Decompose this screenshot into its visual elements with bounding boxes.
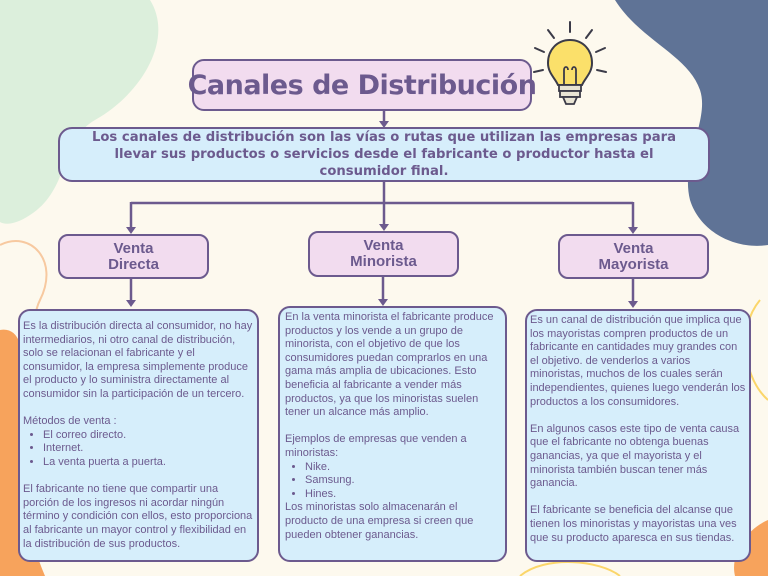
node-venta-directa: Venta Directa	[58, 234, 209, 279]
node-label-line1: Venta	[108, 241, 159, 257]
definition-box: Los canales de distribución son las vías…	[58, 127, 710, 182]
card-closing: El fabricante no tiene que compartir una…	[23, 483, 254, 551]
node-label-line1: Venta	[598, 241, 668, 257]
list-item: Internet.	[43, 442, 254, 456]
card-list: Nike. Samsung. Hines.	[285, 461, 502, 502]
list-item: Hines.	[305, 488, 502, 502]
card-intro: En la venta minorista el fabricante prod…	[285, 311, 502, 420]
card-intro: Es un canal de distribución que implica …	[530, 314, 746, 409]
title-box: Canales de Distribución	[192, 59, 532, 111]
list-item: El correo directo.	[43, 429, 254, 443]
node-label-line2: Minorista	[350, 254, 417, 270]
list-item: La venta puerta a puerta.	[43, 456, 254, 470]
card-venta-minorista: En la venta minorista el fabricante prod…	[278, 306, 507, 562]
card-closing: Los minoristas solo almacenarán el produ…	[285, 501, 502, 542]
card-closing: El fabricante se beneficia del alcanse q…	[530, 504, 746, 545]
card-paragraph: En algunos casos este tipo de venta caus…	[530, 423, 746, 491]
definition-text: Los canales de distribución son las vías…	[76, 129, 692, 180]
node-venta-minorista: Venta Minorista	[308, 231, 459, 277]
card-venta-directa: Es la distribución directa al consumidor…	[18, 309, 259, 562]
card-list: El correo directo. Internet. La venta pu…	[23, 429, 254, 470]
card-venta-mayorista: Es un canal de distribución que implica …	[525, 309, 751, 562]
card-list-heading: Métodos de venta :	[23, 415, 254, 429]
node-label-line1: Venta	[350, 238, 417, 254]
node-label-line2: Directa	[108, 257, 159, 273]
page-title: Canales de Distribución	[188, 70, 537, 101]
lightbulb-icon	[530, 20, 615, 115]
list-item: Samsung.	[305, 474, 502, 488]
node-venta-mayorista: Venta Mayorista	[558, 234, 709, 279]
node-label-line2: Mayorista	[598, 257, 668, 273]
list-item: Nike.	[305, 461, 502, 475]
card-intro: Es la distribución directa al consumidor…	[23, 320, 254, 402]
card-list-heading: Ejemplos de empresas que venden a minori…	[285, 433, 502, 460]
